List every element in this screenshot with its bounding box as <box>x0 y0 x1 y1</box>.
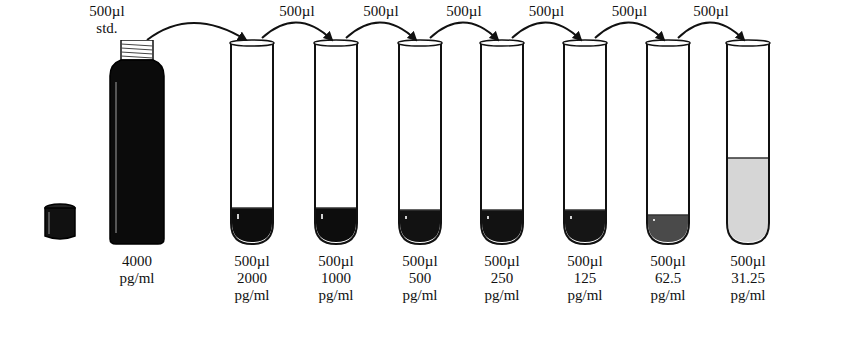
test-tube <box>229 38 275 245</box>
test-tube <box>562 38 608 245</box>
concentration-label: 500µl 125 pg/ml <box>556 253 614 303</box>
volume-label: 500µl <box>610 3 649 20</box>
transfer-arrow <box>595 22 664 40</box>
concentration-label: 500µl 1000 pg/ml <box>307 253 365 303</box>
transfer-arrow <box>346 22 416 40</box>
dilution-tube: 500µl 2000 pg/ml <box>229 38 275 245</box>
volume-label: 500µl <box>691 3 730 20</box>
concentration-label: 500µl 62.5 pg/ml <box>639 253 697 303</box>
volume-label: 500µl <box>527 3 566 20</box>
transfer-arrow <box>262 22 332 40</box>
dilution-tube: 500µl 1000 pg/ml <box>313 38 359 245</box>
dilution-tube: 500µl 125 pg/ml <box>562 38 608 245</box>
concentration-label: 500µl 2000 pg/ml <box>223 253 281 303</box>
transfer-arrow <box>147 23 246 40</box>
transfer-arrow <box>678 22 744 40</box>
standard-bottle <box>108 40 166 245</box>
concentration-label: 4000 pg/ml <box>108 253 166 287</box>
dilution-tube: 500µl 500 pg/ml <box>397 38 443 245</box>
test-tube <box>725 38 771 245</box>
transfer-arrow <box>512 22 581 40</box>
volume-label: 500µl <box>444 3 483 20</box>
dilution-tube: 500µl 62.5 pg/ml <box>645 38 691 245</box>
test-tube <box>313 38 359 245</box>
test-tube <box>479 38 525 245</box>
dilution-tube: 500µl 250 pg/ml <box>479 38 525 245</box>
concentration-label: 500µl 250 pg/ml <box>473 253 531 303</box>
standard-bottle: 4000 pg/ml <box>108 40 166 245</box>
dilution-tube: 500µl 31.25 pg/ml <box>725 38 771 245</box>
transfer-arrow <box>430 22 498 40</box>
test-tube <box>645 38 691 245</box>
volume-label: 500µl <box>361 3 400 20</box>
volume-label: 500µl std. <box>79 3 135 37</box>
test-tube <box>397 38 443 245</box>
concentration-label: 500µl 500 pg/ml <box>391 253 449 303</box>
volume-label: 500µl <box>277 3 316 20</box>
concentration-label: 500µl 31.25 pg/ml <box>719 253 777 303</box>
